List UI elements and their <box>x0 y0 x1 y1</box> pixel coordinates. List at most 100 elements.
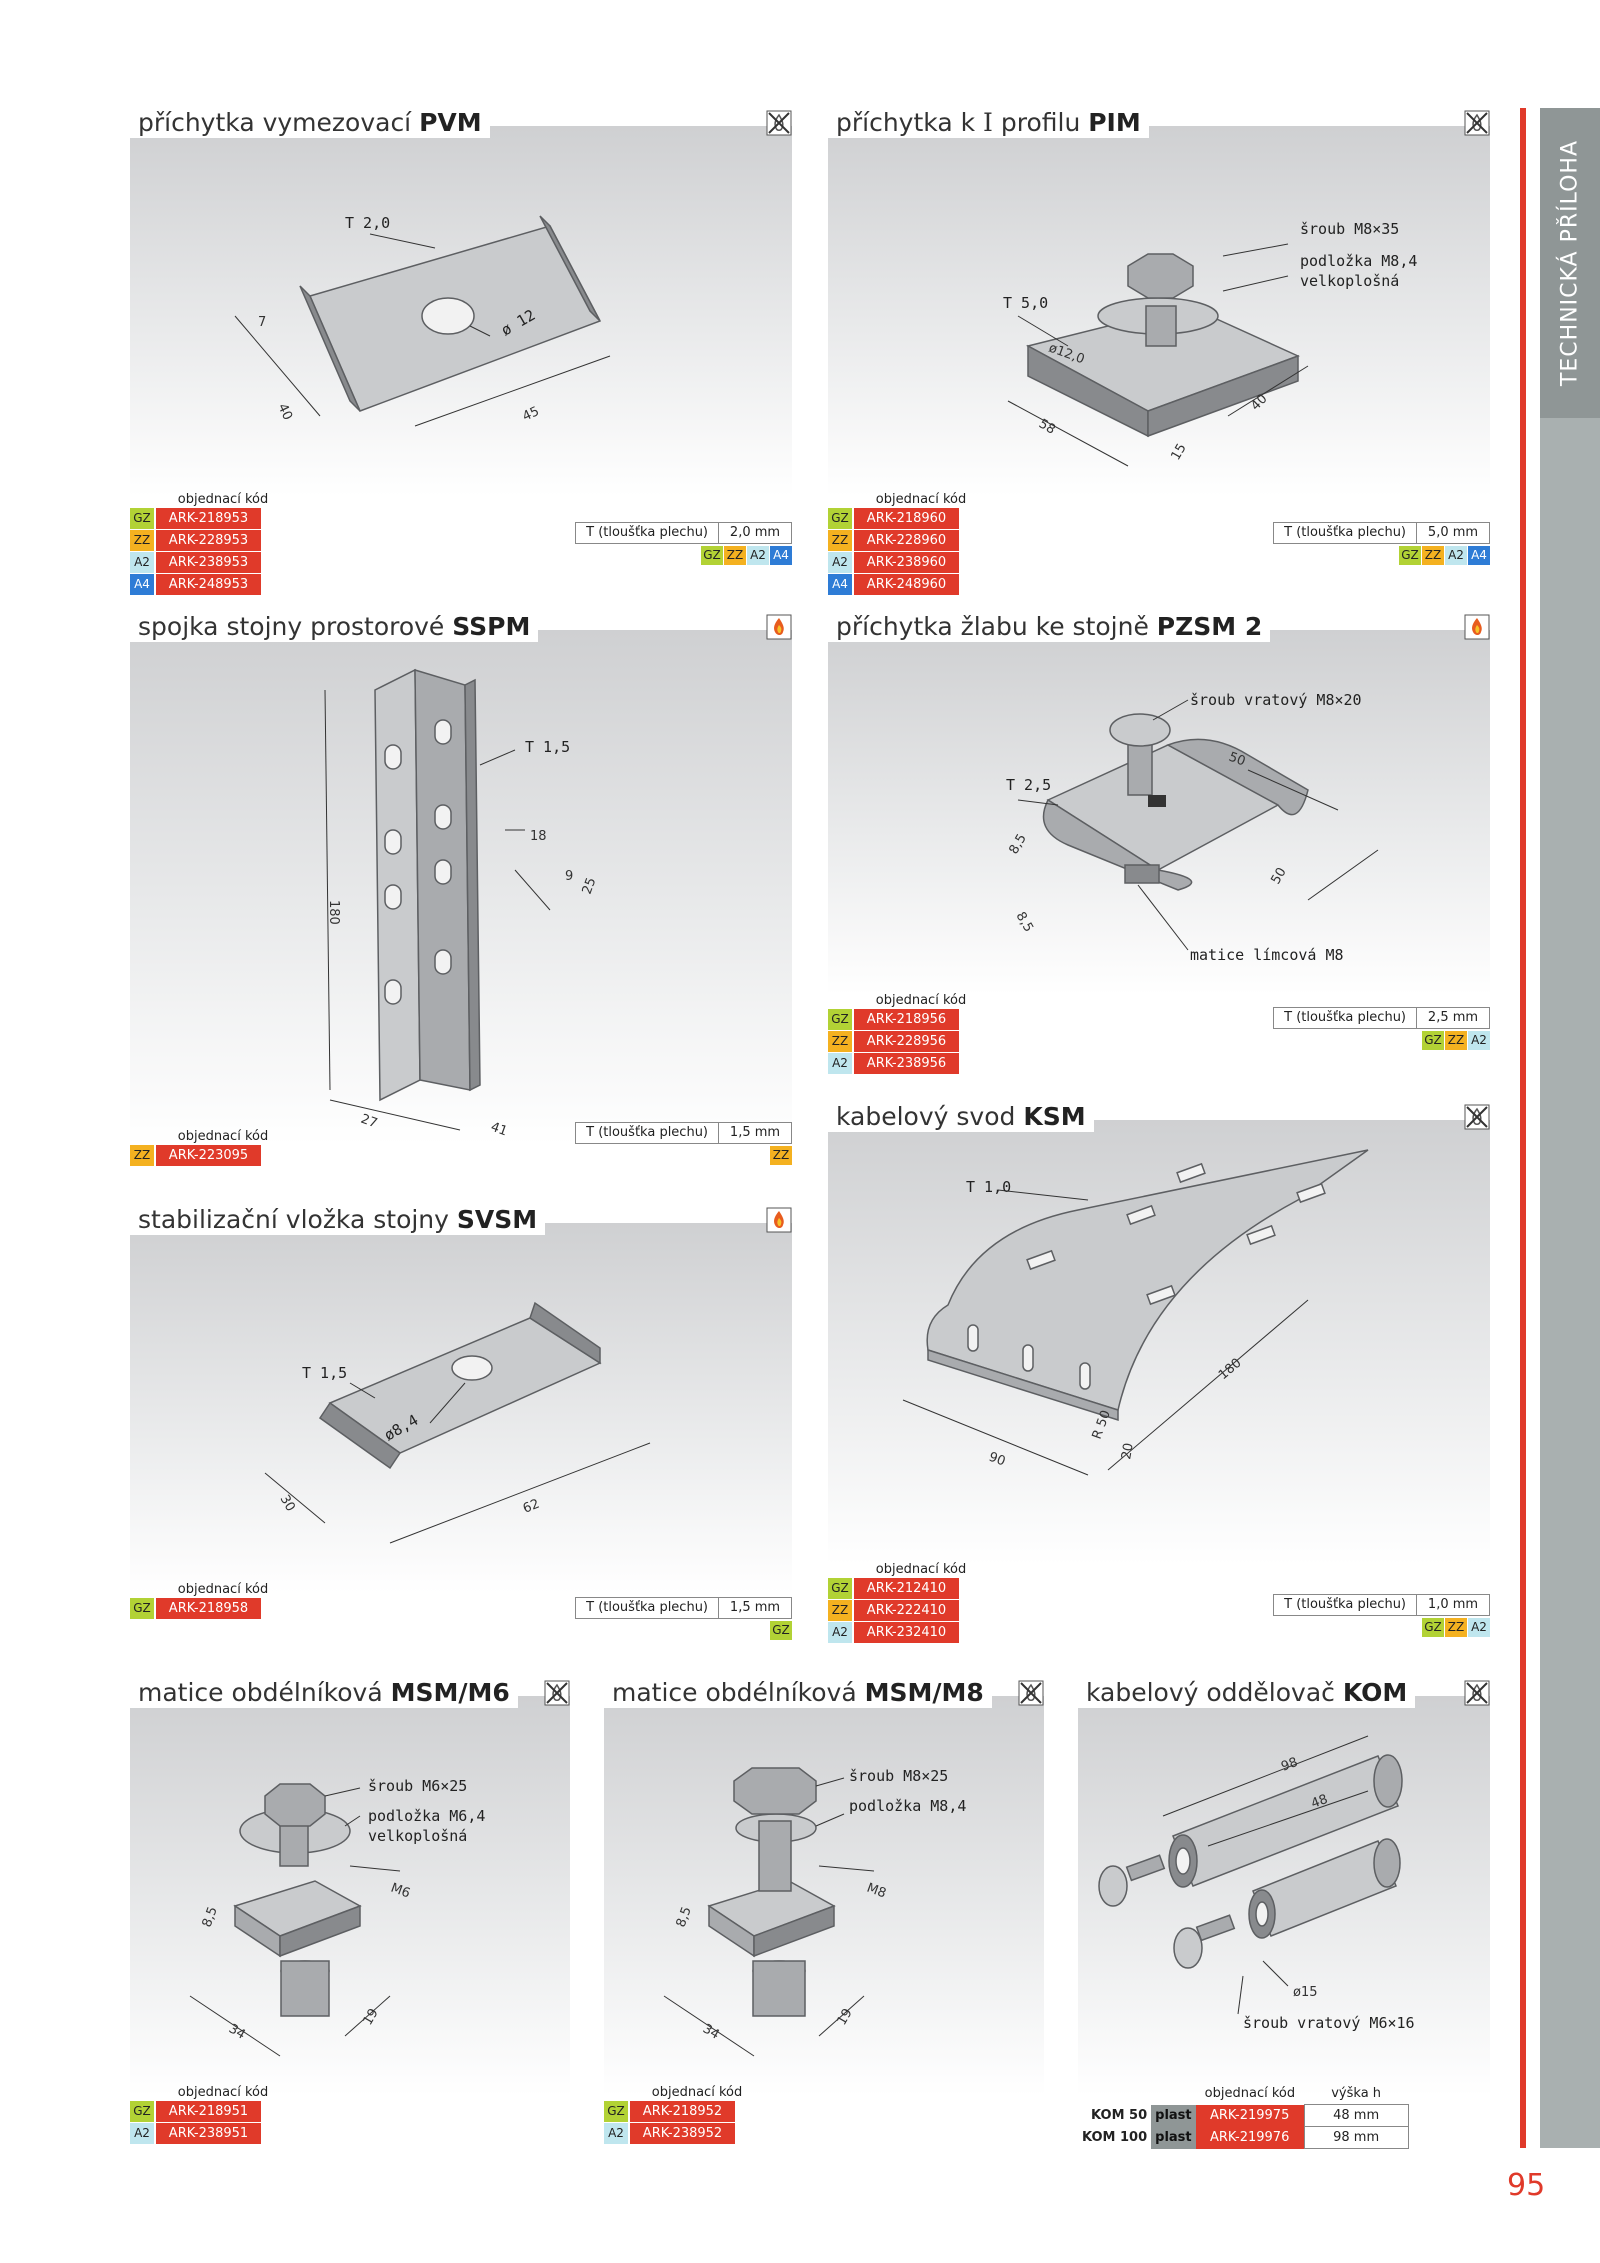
material-tag: GZ <box>130 1598 154 1619</box>
section-sidebar: TECHNICKÁ PŘÍLOHA <box>1540 108 1600 2148</box>
order-code: ARK-238953 <box>156 552 261 573</box>
material-tag: A4 <box>828 574 852 595</box>
dim-label: 8,5 <box>1013 910 1036 935</box>
dim-label: 20 <box>1119 1442 1137 1461</box>
callout-bolt: šroub vratový M8×20 <box>1190 691 1362 709</box>
product-image-msm-m6: šroub M6×25 podložka M6,4 velkoplošná M6… <box>130 1696 570 2096</box>
product-title: stabilizační vložka stojny SVSM <box>130 1205 546 1235</box>
material-tag: ZZ <box>130 1145 154 1166</box>
table-row: KOM 100 plast ARK-219976 98 mm <box>1078 2126 1409 2149</box>
order-code: ARK-238960 <box>854 552 959 573</box>
ksm-drawing: T 1,0 90 180 R 50 20 <box>902 1149 1369 1476</box>
order-code: ARK-218956 <box>854 1009 959 1030</box>
order-code: ARK-228960 <box>854 530 959 551</box>
material-tag: GZ <box>130 508 154 529</box>
dim-label: 48 <box>1309 1792 1330 1812</box>
dim-label: 27 <box>359 1112 380 1132</box>
product-image-svsm: T 1,5 ø8,4 30 62 <box>130 1223 792 1593</box>
callout-bolt: šroub M8×25 <box>849 1767 948 1785</box>
product-card-sspm: T 1,5 180 18 9 25 27 41 spojka stojny pr… <box>130 612 792 1172</box>
thickness-spec: T (tloušťka plechu)1,5 mm GZ <box>575 1597 792 1640</box>
material-tag: GZ <box>828 1578 852 1599</box>
material-tag: A2 <box>130 2123 154 2144</box>
section-label: TECHNICKÁ PŘÍLOHA <box>1557 139 1583 387</box>
product-card-ksm: T 1,0 90 180 R 50 20 kabelový svod KSM o… <box>828 1102 1490 1644</box>
order-code: ARK-218952 <box>630 2101 735 2122</box>
not-fire-icon <box>1018 1680 1044 1706</box>
not-fire-icon <box>544 1680 570 1706</box>
msm-m6-drawing: šroub M6×25 podložka M6,4 velkoplošná M6… <box>189 1777 485 2057</box>
material-tag: ZZ <box>828 1600 852 1621</box>
order-code: ARK-248960 <box>854 574 959 595</box>
product-image-pzsm: šroub vratový M8×20 T 2,5 50 50 8,5 8,5 … <box>828 630 1490 995</box>
callout-thickness: T 1,5 <box>525 738 570 756</box>
dim-label: 180 <box>1216 1356 1245 1383</box>
callout-bolt: šroub vratový M6×16 <box>1243 2014 1415 2032</box>
order-code: ARK-238956 <box>854 1053 959 1074</box>
order-code: ARK-222410 <box>854 1600 959 1621</box>
column-header: objednací kód <box>1204 2086 1296 2102</box>
product-title: příchytka žlabu ke stojně PZSM 2 <box>828 612 1271 642</box>
material-tag: ZZ <box>828 1031 852 1052</box>
dim-label: 15 <box>1168 441 1189 463</box>
material-tag: A4 <box>130 574 154 595</box>
dim-label: M6 <box>389 1881 412 1902</box>
order-code: ARK-218953 <box>156 508 261 529</box>
material-tag: ZZ <box>130 530 154 551</box>
callout-thickness: T 1,5 <box>302 1364 347 1382</box>
dim-label: 18 <box>530 829 547 844</box>
dim-label: ø15 <box>1293 1985 1318 2000</box>
dim-label: 58 <box>1036 416 1058 437</box>
fire-icon <box>766 1207 792 1233</box>
thickness-spec: T (tloušťka plechu)1,5 mm ZZ <box>575 1122 792 1165</box>
product-title: spojka stojny prostorové SSPM <box>130 612 539 642</box>
material-tag: A2 <box>828 552 852 573</box>
material-tag: A2 <box>828 1622 852 1643</box>
dim-label: 19 <box>360 2006 381 2028</box>
dim-label: 30 <box>277 1493 298 1515</box>
order-code: ARK-218951 <box>156 2101 261 2122</box>
product-card-msm-m6: šroub M6×25 podložka M6,4 velkoplošná M6… <box>130 1678 570 2148</box>
dim-label: 45 <box>520 404 541 425</box>
dim-label: R 50 <box>1090 1408 1114 1441</box>
product-card-svsm: T 1,5 ø8,4 30 62 stabilizační vložka sto… <box>130 1205 792 1645</box>
order-code: ARK-232410 <box>854 1622 959 1643</box>
callout-washer: podložka M8,4 <box>849 1797 966 1815</box>
section-tab: TECHNICKÁ PŘÍLOHA <box>1540 108 1600 418</box>
product-image-kom: 98 48 ø15 šroub vratový M6×16 <box>1078 1696 1490 2096</box>
dim-label: 40 <box>274 401 295 422</box>
callout-washer: podložka M8,4 <box>1300 252 1417 270</box>
product-card-pvm: T 2,0 ø 12 7 40 45 příchytka vymezovací … <box>130 108 792 595</box>
dim-label: 180 <box>326 900 341 925</box>
kom-drawing: 98 48 ø15 šroub vratový M6×16 <box>1098 1735 1415 2032</box>
product-image-pvm: T 2,0 ø 12 7 40 45 <box>130 126 792 496</box>
column-header: výška h <box>1331 2086 1382 2101</box>
msm-m8-drawing: šroub M8×25 podložka M8,4 M8 34 19 8,5 <box>663 1767 966 2057</box>
dim-label: 41 <box>489 1120 510 1140</box>
product-card-pzsm: šroub vratový M8×20 T 2,5 50 50 8,5 8,5 … <box>828 612 1490 1075</box>
sspm-drawing: T 1,5 180 18 9 25 27 41 <box>324 668 599 1140</box>
callout-washer-type: velkoplošná <box>1300 272 1399 290</box>
product-title: matice obdélníková MSM/M8 <box>604 1678 992 1708</box>
callout-washer-type: velkoplošná <box>368 1827 467 1845</box>
dim-label: 90 <box>987 1450 1008 1470</box>
product-title: příchytka k I profilu PIM <box>828 108 1149 138</box>
dim-label: 98 <box>1279 1755 1300 1775</box>
order-code: ARK-248953 <box>156 574 261 595</box>
material-tag: GZ <box>604 2101 628 2122</box>
order-code: ARK-238951 <box>156 2123 261 2144</box>
order-code: ARK-228956 <box>854 1031 959 1052</box>
callout-thickness: T 5,0 <box>1003 294 1048 312</box>
fire-icon <box>766 614 792 640</box>
product-image-sspm: T 1,5 180 18 9 25 27 41 <box>130 630 792 1145</box>
dim-label: M8 <box>865 1881 888 1902</box>
order-code: ARK-228953 <box>156 530 261 551</box>
not-fire-icon <box>1464 110 1490 136</box>
dim-label: 9 <box>565 869 573 884</box>
